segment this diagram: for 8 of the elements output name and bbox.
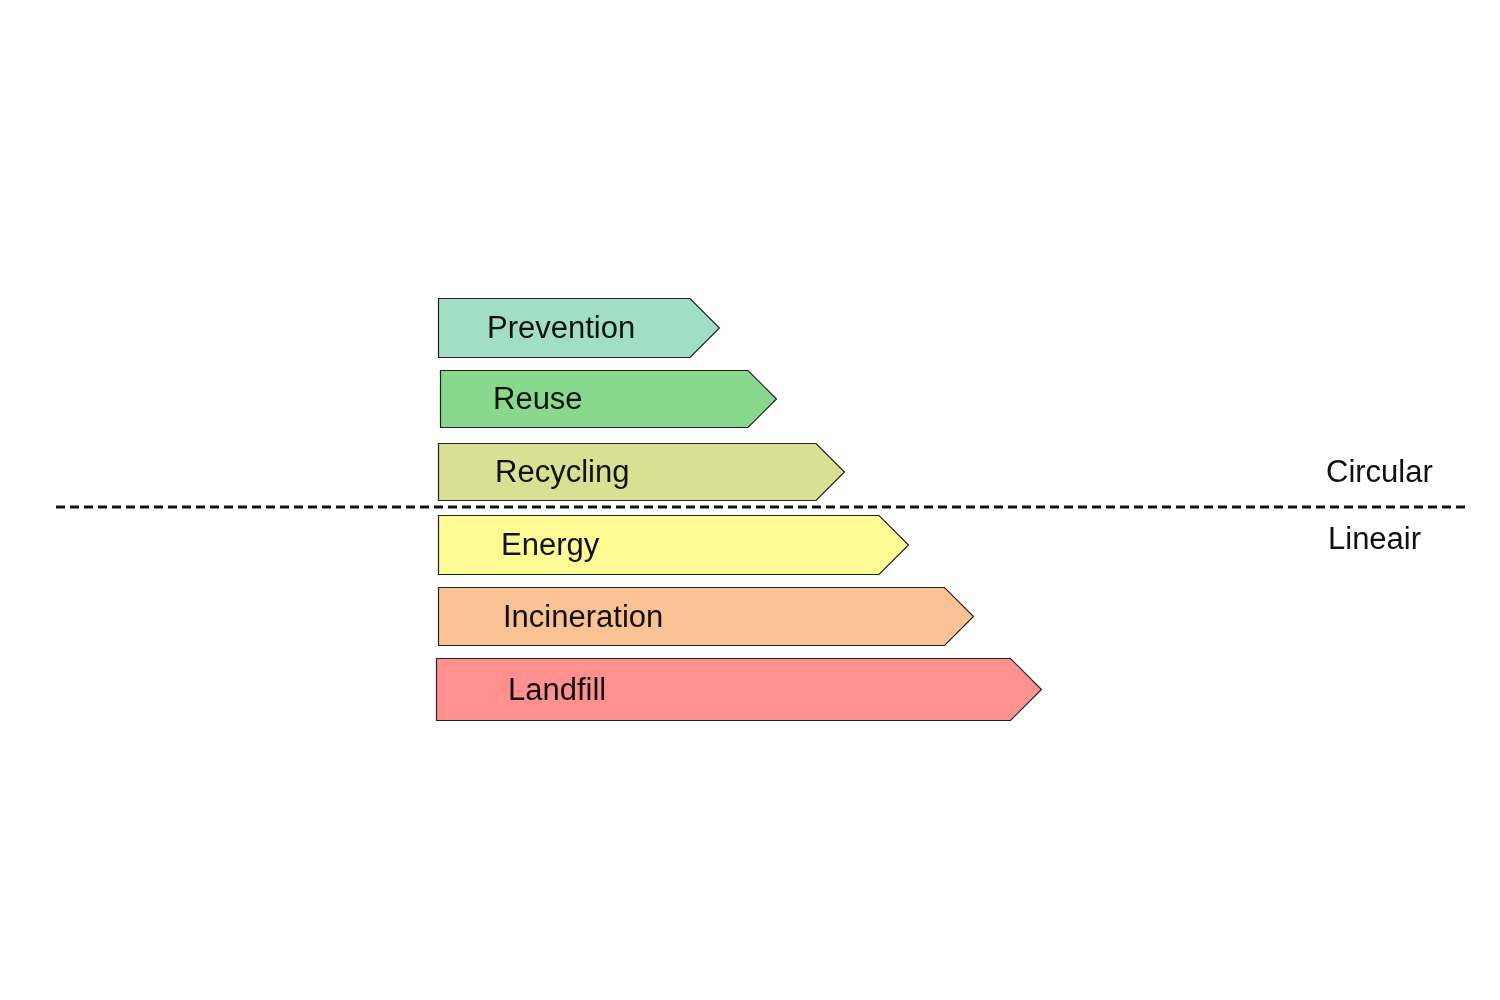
stage-label: Recycling [495, 454, 630, 490]
stage-label: Landfill [508, 672, 607, 707]
stage-label: Energy [501, 527, 600, 563]
stage-label: Reuse [493, 381, 583, 417]
stage-label: Prevention [487, 310, 636, 346]
zone-label: Lineair [1328, 522, 1422, 557]
zone-label: Circular [1326, 455, 1433, 490]
stage-label: Incineration [503, 599, 664, 634]
